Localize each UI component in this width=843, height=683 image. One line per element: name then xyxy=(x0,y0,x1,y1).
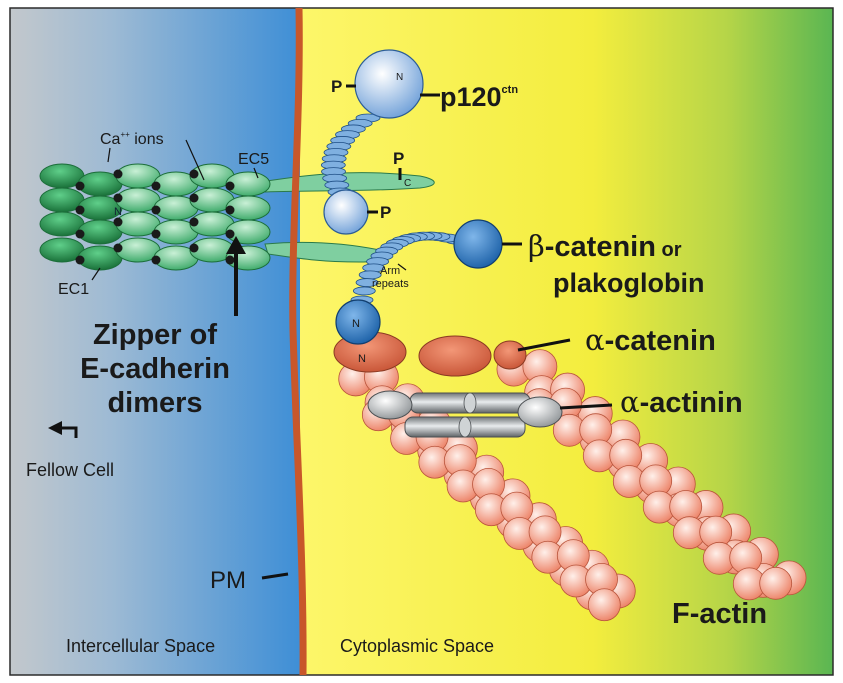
actin-filament-4-bead xyxy=(760,567,792,599)
calcium-ion xyxy=(152,206,161,215)
calcium-ion xyxy=(152,182,161,191)
cadherin-n-label: N xyxy=(114,206,122,218)
calcium-ion xyxy=(114,244,123,253)
actinin-rod-bottom xyxy=(405,417,525,437)
fellow-cell-label: Fellow Cell xyxy=(26,460,114,480)
pm-label: PM xyxy=(210,567,246,594)
ec1-label: EC1 xyxy=(58,281,89,298)
calcium-ion xyxy=(76,182,85,191)
p120-n-label: N xyxy=(396,72,403,83)
calcium-ion xyxy=(226,256,235,265)
zipper-label-line1: Zipper of xyxy=(93,319,217,351)
actinin-head-right xyxy=(518,397,562,427)
alpha-catenin-label: α-catenin xyxy=(585,323,716,357)
ec5-label: EC5 xyxy=(238,151,269,168)
p120-c-domain xyxy=(324,190,368,234)
p120-n-domain xyxy=(355,50,423,118)
intercellular-space-label: Intercellular Space xyxy=(66,636,215,656)
calcium-ion xyxy=(226,230,235,239)
arm-repeats-label-line1: Arm xyxy=(380,265,400,277)
calcium-ion xyxy=(114,170,123,179)
beta-n-label: N xyxy=(352,318,360,330)
actin-filament-2-bead xyxy=(588,589,620,621)
f-actin-label: F-actin xyxy=(672,598,767,630)
cadherin-c-terminus-label: C xyxy=(404,178,411,189)
plakoglobin-label: plakoglobin xyxy=(553,268,705,298)
zipper-label-line2: E-cadherin xyxy=(80,353,230,385)
calcium-ion xyxy=(152,230,161,239)
actinin-head-left xyxy=(368,391,412,419)
zipper-label-line3: dimers xyxy=(107,387,202,419)
phospho-label-3: P xyxy=(380,203,391,222)
calcium-ion xyxy=(114,194,123,203)
calcium-ion xyxy=(76,230,85,239)
alpha-catenin-n-label: N xyxy=(358,353,366,365)
cytoplasmic-space-label: Cytoplasmic Space xyxy=(340,636,494,656)
calcium-ion xyxy=(190,170,199,179)
calcium-ion xyxy=(226,182,235,191)
calcium-ion xyxy=(76,256,85,265)
calcium-ion xyxy=(114,218,123,227)
calcium-ion xyxy=(190,194,199,203)
alpha-actinin-label: α-actinin xyxy=(620,385,743,419)
calcium-ion xyxy=(190,218,199,227)
calcium-ion xyxy=(226,206,235,215)
alpha-catenin-segment-mid xyxy=(419,336,491,376)
calcium-ion xyxy=(76,206,85,215)
phospho-label-2: P xyxy=(393,149,404,168)
calcium-ion xyxy=(152,256,161,265)
actinin-rod-top xyxy=(410,393,530,413)
phospho-label-1: P xyxy=(331,77,342,96)
calcium-ion xyxy=(190,244,199,253)
beta-catenin-c-domain xyxy=(454,220,502,268)
arm-repeats-label-line2: repeats xyxy=(372,278,409,290)
alpha-catenin-segment-c xyxy=(494,341,526,369)
ca-ions-label: Ca++ ions xyxy=(100,130,164,148)
